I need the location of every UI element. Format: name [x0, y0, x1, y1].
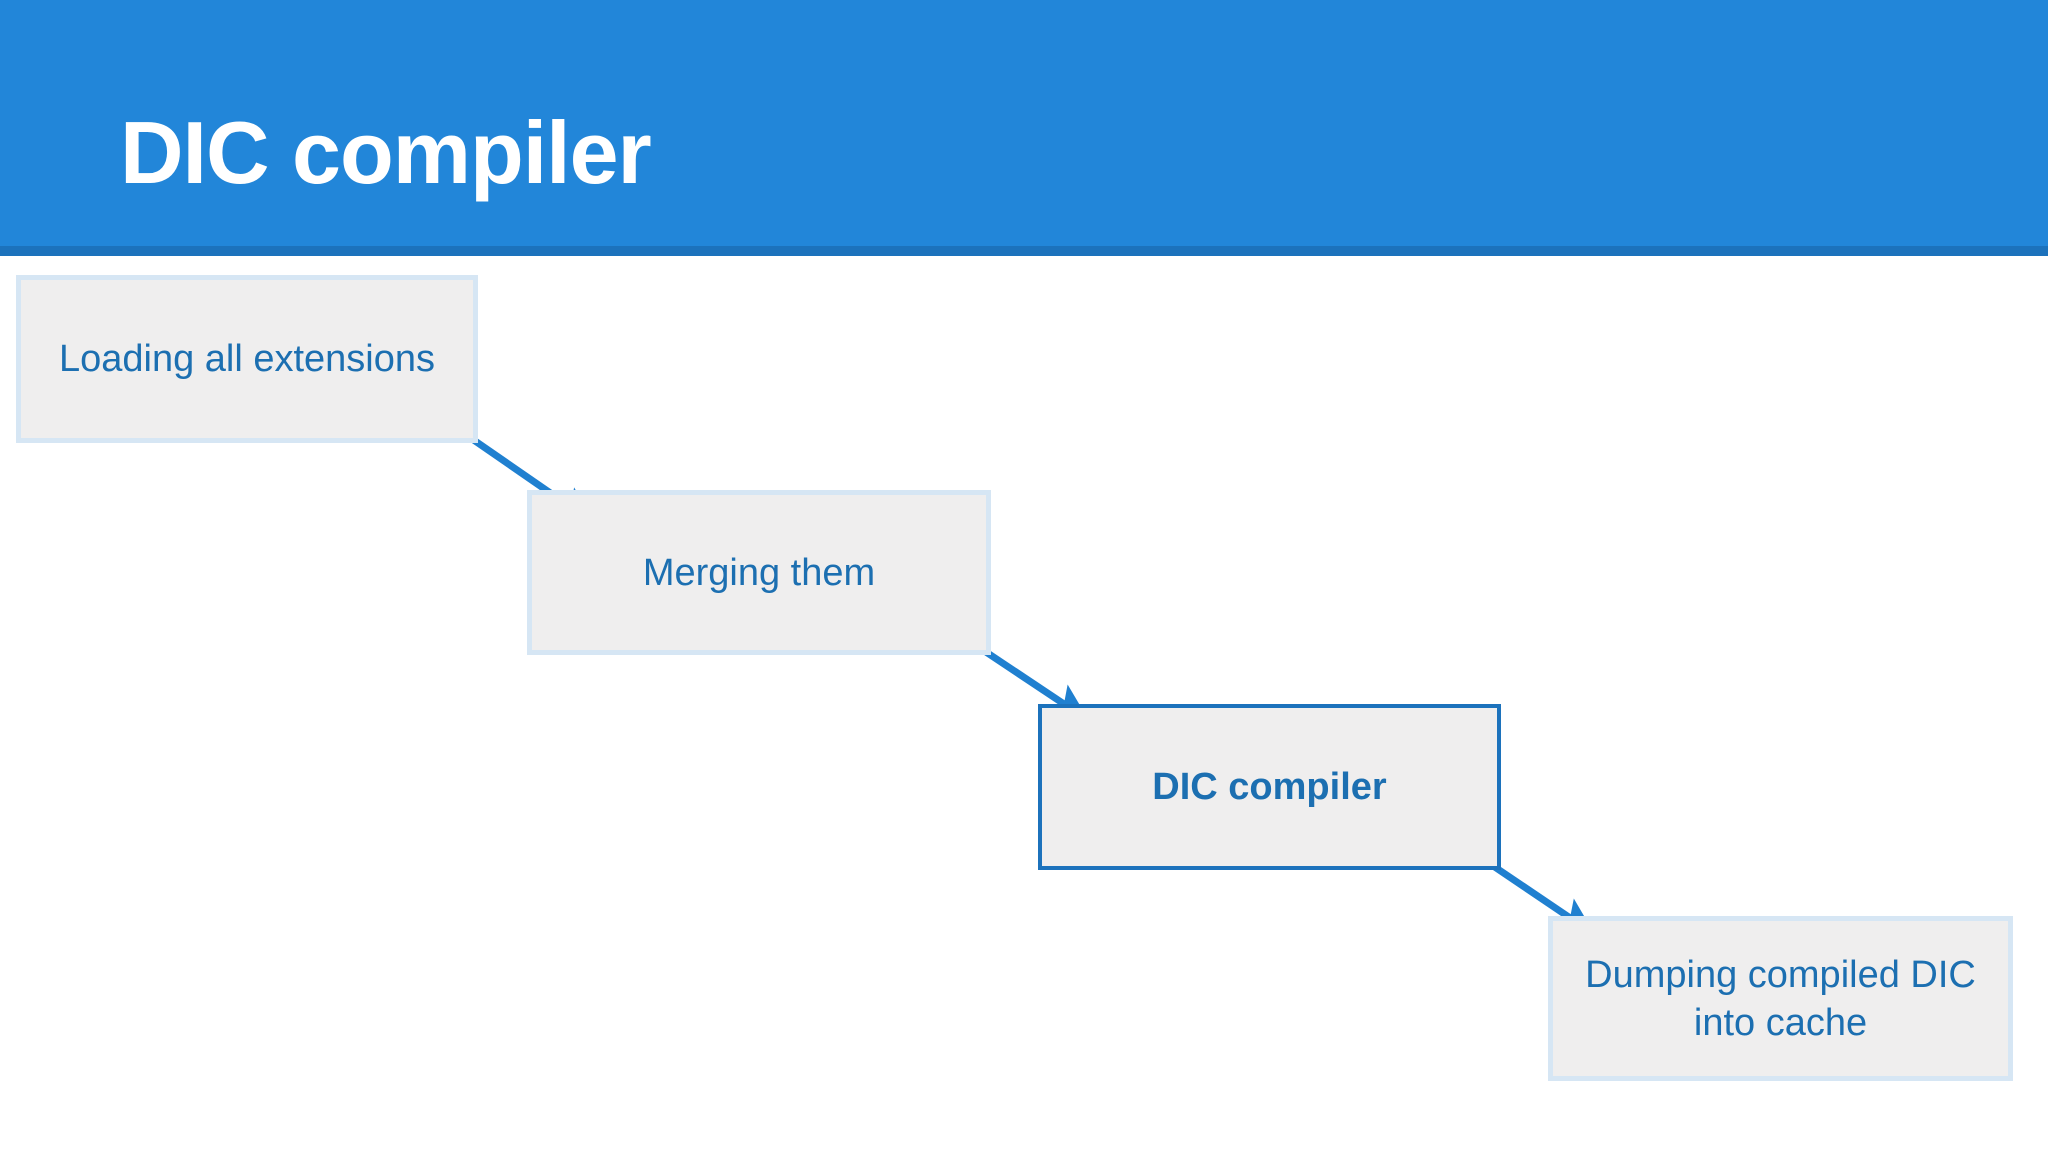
- flow-step-merging[interactable]: Merging them: [527, 490, 991, 655]
- flow-step-label: Loading all extensions: [58, 338, 436, 380]
- flow-step-label: DIC compiler: [1152, 766, 1387, 808]
- flow-step-label: Dumping compiled DIC into cache: [1585, 953, 1976, 1044]
- page-title: DIC compiler: [120, 103, 652, 202]
- header-underline: [0, 246, 2048, 256]
- flow-step-label: Merging them: [642, 551, 876, 594]
- flow-step-dic-compiler[interactable]: DIC compiler: [1038, 704, 1501, 870]
- flow-step-dumping[interactable]: Dumping compiled DIC into cache: [1548, 916, 2013, 1081]
- flow-step-loading[interactable]: Loading all extensions: [16, 275, 478, 443]
- header-banner: [0, 0, 2048, 246]
